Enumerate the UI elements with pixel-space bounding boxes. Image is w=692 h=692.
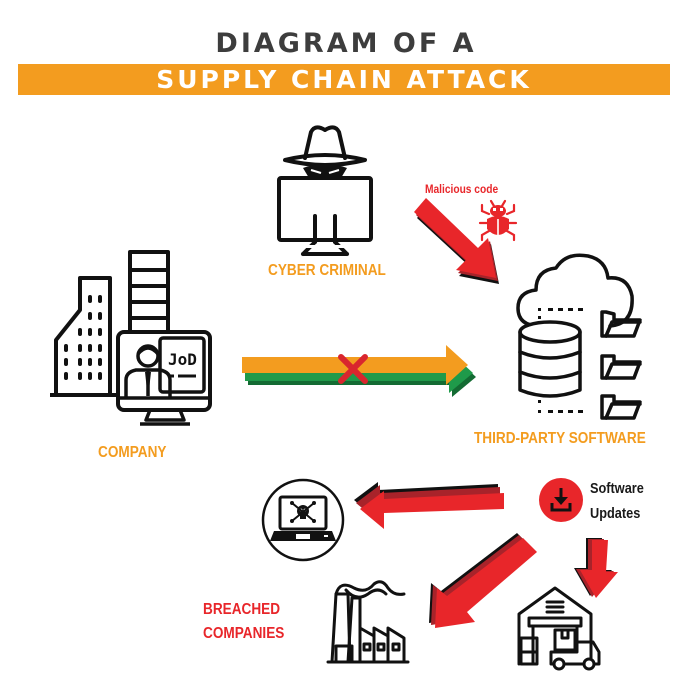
office-buildings-icon: JoD [50,250,212,426]
hacker-monitor-icon [275,125,375,256]
blocked-x-icon [338,354,368,384]
cloud-database-icon [516,253,642,420]
download-icon [539,478,583,522]
title-line-1: DIAGRAM OF A [215,28,477,59]
company-label: COMPANY [98,444,167,461]
title-banner: SUPPLY CHAIN ATTACK [18,64,670,95]
breached-companies-line-2: COMPANIES [203,625,285,642]
factory-icon [326,580,410,664]
svg-text:JoD: JoD [168,350,197,369]
warehouse-truck-icon [517,586,601,671]
title-line-2: SUPPLY CHAIN ATTACK [156,65,532,94]
cyber-criminal-label: CYBER CRIMINAL [268,262,386,279]
software-updates-line-2: Updates [590,505,641,522]
malicious-arrow [414,198,499,284]
third-party-software-label: THIRD-PARTY SOFTWARE [474,430,646,447]
bug-icon [478,199,518,242]
infected-laptop-icon [261,478,345,562]
update-arrow-diagonal [429,533,537,628]
update-arrow-down [574,538,618,598]
software-updates-line-1: Software [590,480,644,497]
breached-companies-line-1: BREACHED [203,601,281,618]
malicious-code-label: Malicious code [425,182,499,196]
update-arrow-left [354,482,504,529]
